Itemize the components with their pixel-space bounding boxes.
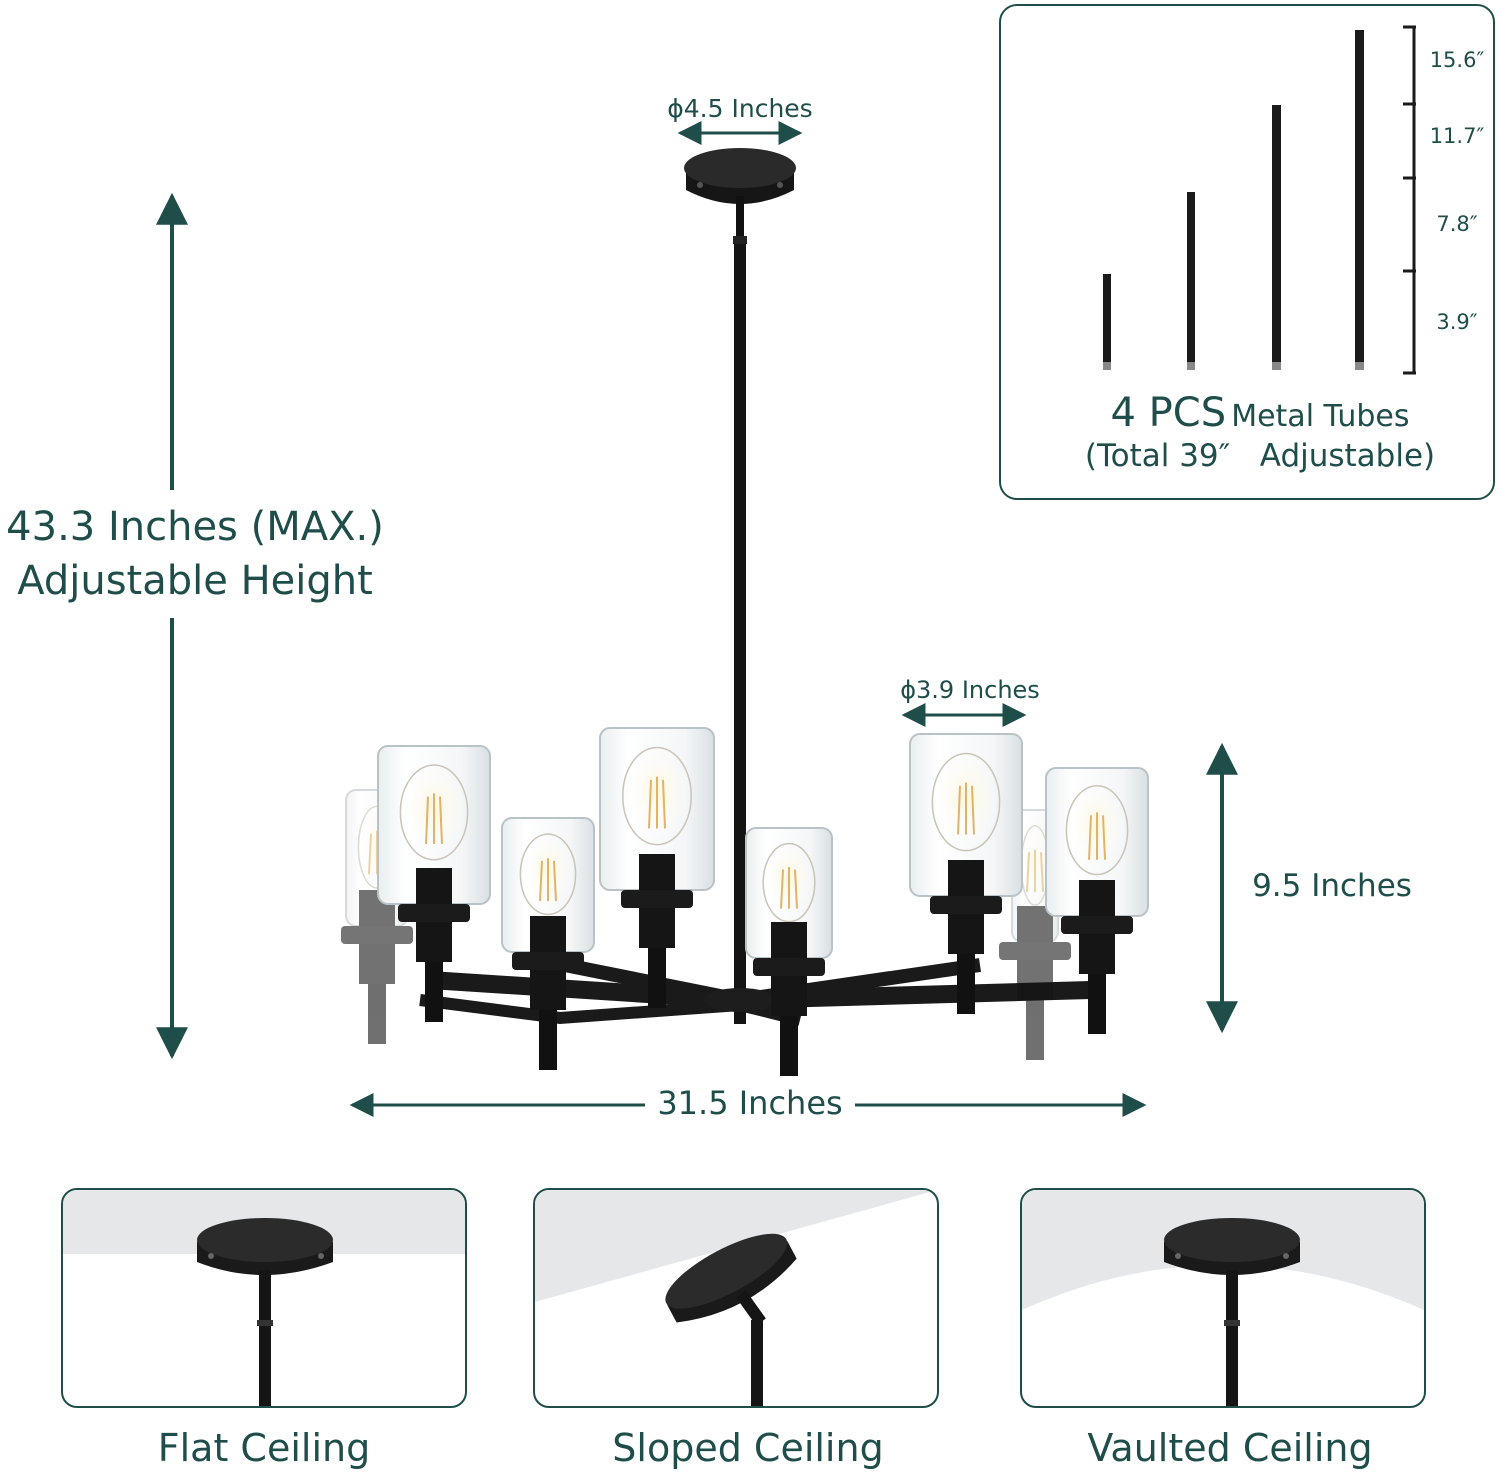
- tube-title: 4 PCS Metal Tubes: [1000, 390, 1500, 436]
- sloped-ceiling-label: Sloped Ceiling: [612, 1426, 884, 1470]
- flat-ceiling-label: Flat Ceiling: [157, 1426, 371, 1470]
- tube-length-2: 11.7″: [1429, 124, 1485, 148]
- tube-length-1: 15.6″: [1429, 48, 1485, 72]
- tube-kind: Metal Tubes: [1231, 399, 1410, 434]
- chandelier: [341, 148, 1149, 1076]
- width-label: 31.5 Inches: [645, 1084, 855, 1122]
- sloped-ceiling-card: [533, 1188, 939, 1408]
- tube-length-3: 7.8″: [1436, 212, 1478, 236]
- flat-ceiling-card: [61, 1188, 467, 1408]
- tube-subtitle: (Total 39″ Adjustable): [1000, 438, 1500, 474]
- flat-ceiling-illustration: [63, 1190, 465, 1406]
- metal-tubes: [1103, 25, 1416, 375]
- lamp-head: [599, 727, 715, 1008]
- canopy-diameter-label: ϕ4.5 Inches: [667, 94, 813, 123]
- tube-length-4: 3.9″: [1436, 310, 1478, 334]
- sloped-ceiling-illustration: [535, 1190, 937, 1406]
- lamp-head: [745, 827, 833, 1076]
- tube-adjustable: Adjustable): [1259, 438, 1436, 474]
- body-height-label: 9.5 Inches: [1252, 868, 1412, 904]
- lamp-head: [909, 733, 1023, 1014]
- lamp-head: [501, 817, 595, 1070]
- lamp-head: [1045, 767, 1149, 1034]
- tube-total: (Total 39″: [1084, 438, 1231, 474]
- vaulted-ceiling-label: Vaulted Ceiling: [1087, 1426, 1373, 1470]
- tube-panel: [999, 4, 1495, 500]
- vaulted-ceiling-illustration: [1022, 1190, 1424, 1406]
- tube-count: 4 PCS: [1110, 390, 1227, 436]
- lamp-head: [377, 745, 491, 1022]
- shade-diameter-label: ϕ3.9 Inches: [900, 676, 1040, 704]
- max-height-label: 43.3 Inches (MAX.) Adjustable Height: [6, 504, 384, 604]
- vaulted-ceiling-card: [1020, 1188, 1426, 1408]
